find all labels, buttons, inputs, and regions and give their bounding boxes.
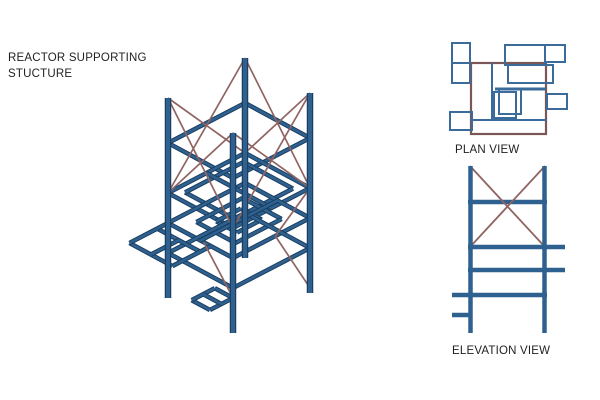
elevation-view-label: ELEVATION VIEW [452, 345, 551, 357]
plan-view-drawing [449, 42, 568, 136]
isometric-view-drawing [128, 57, 314, 333]
drawing-title: REACTOR SUPPORTING STUCTURE [8, 52, 147, 80]
plan-view-label: PLAN VIEW [455, 144, 520, 156]
elevation-view-drawing [452, 165, 565, 333]
